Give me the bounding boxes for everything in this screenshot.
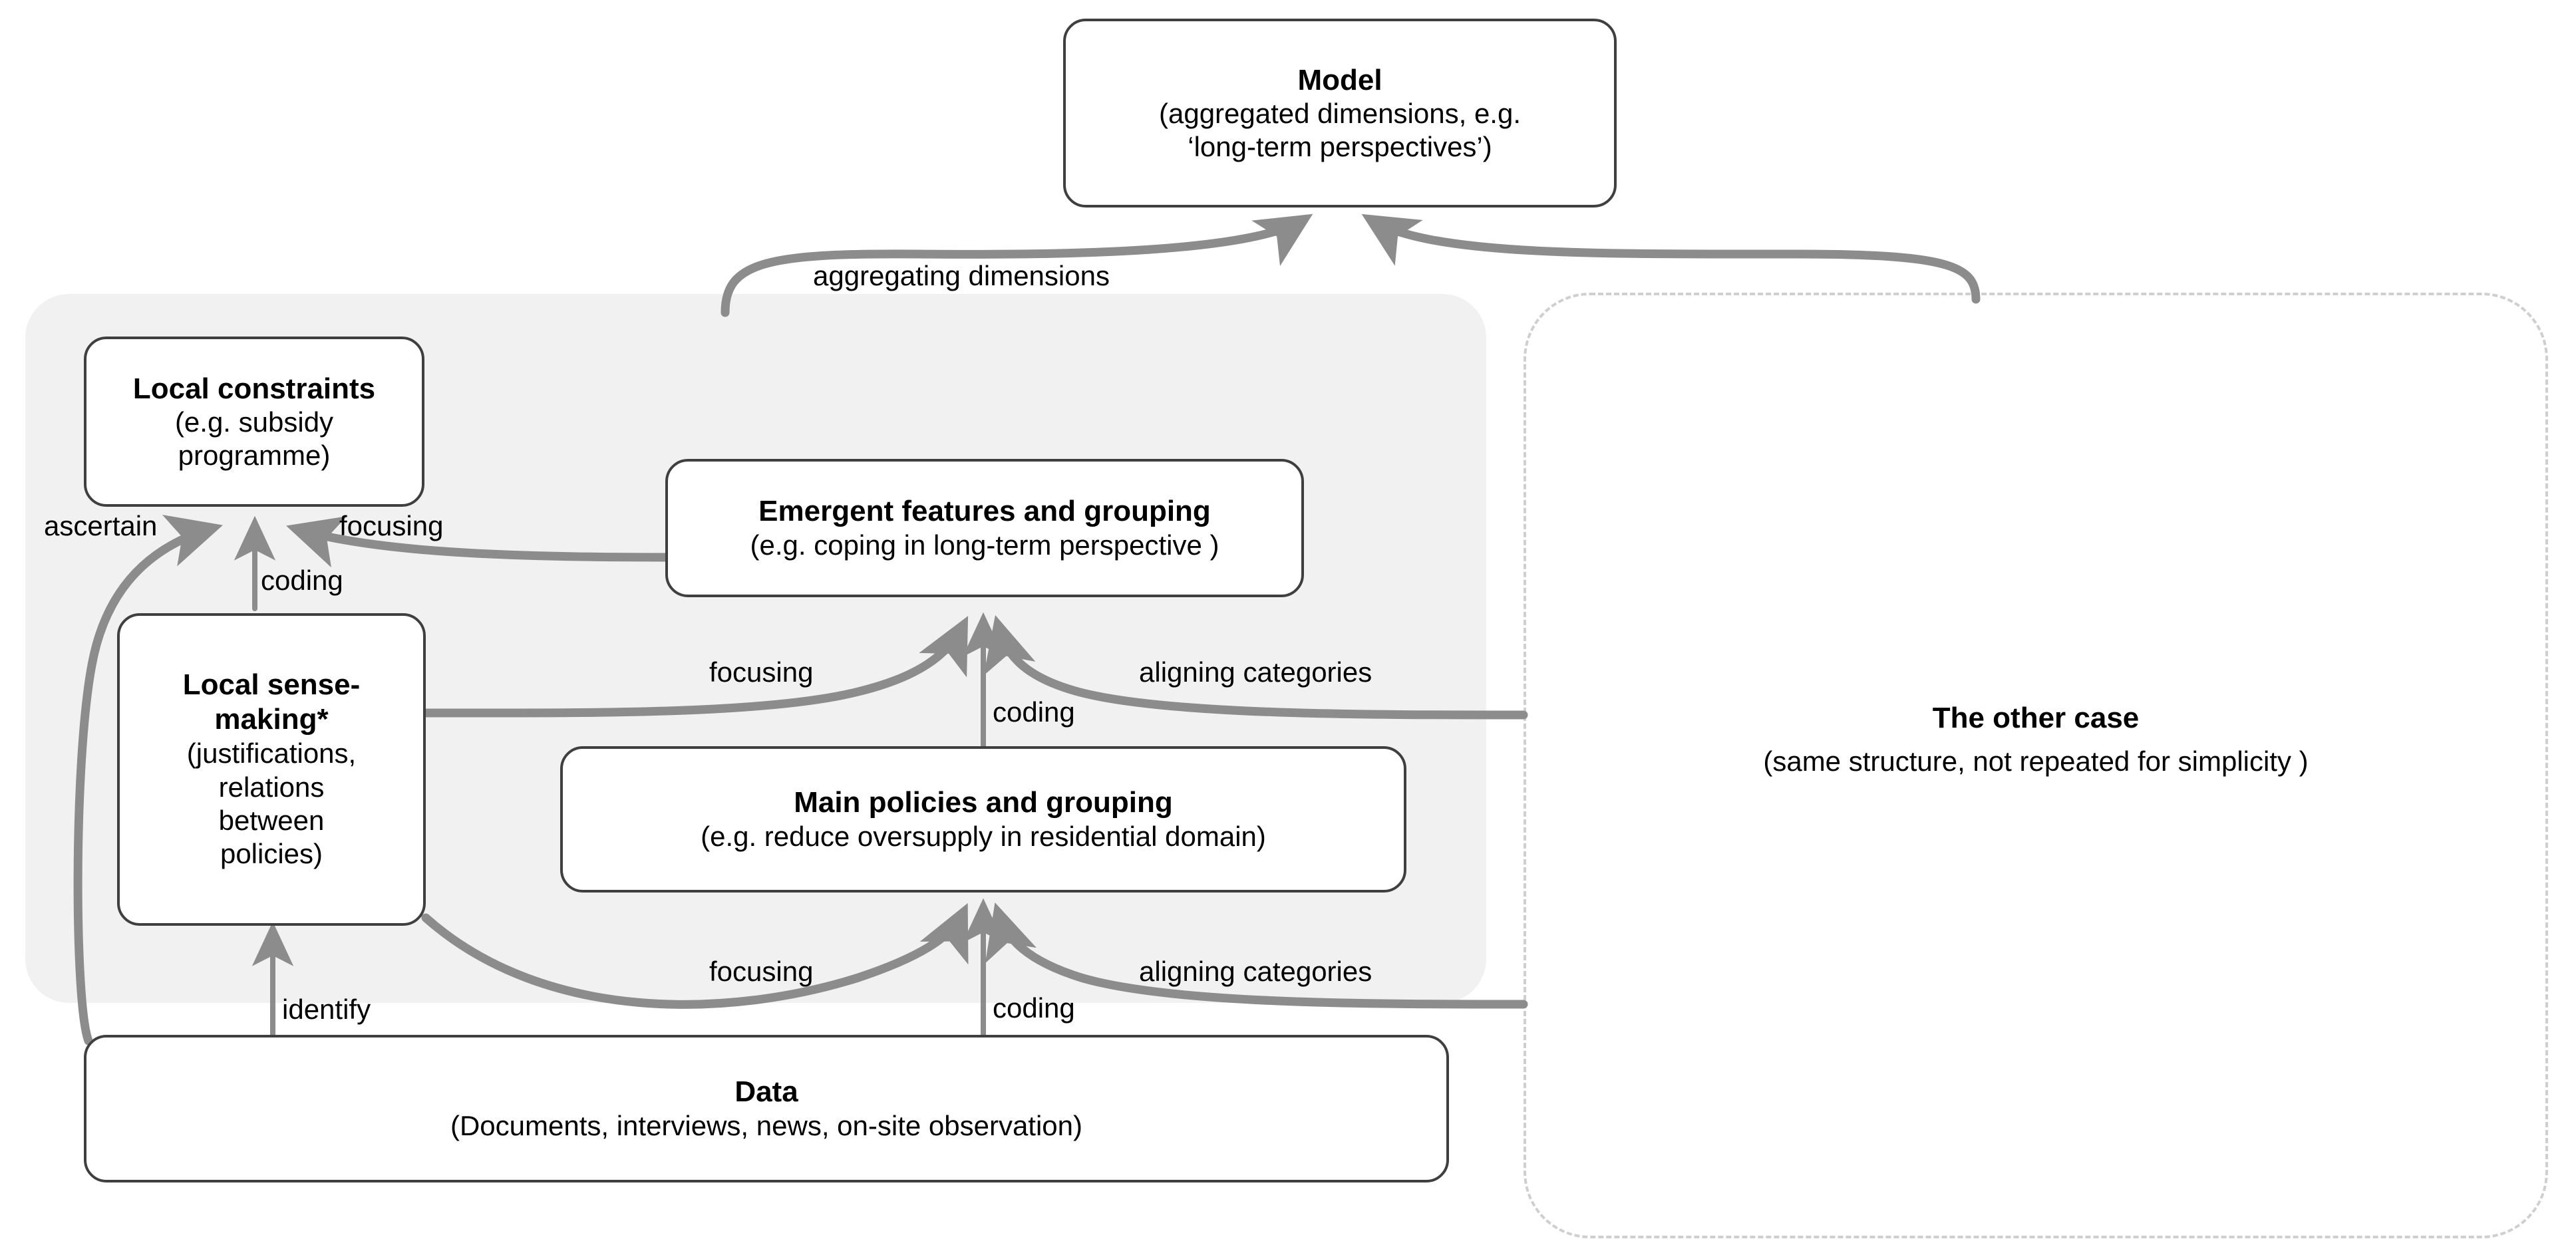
edge-aggregating-right: [1361, 213, 1981, 304]
node-main-policies-title: Main policies and grouping: [794, 786, 1173, 819]
node-data-title: Data: [734, 1075, 798, 1109]
node-model-title: Model: [1297, 63, 1382, 96]
node-model-subtitle-line-1: (aggregated dimensions, e.g.: [1158, 98, 1521, 130]
node-local-sense-making-subtitle-line-3: between: [218, 804, 325, 836]
edge-label-coding-constraints: coding: [261, 565, 343, 596]
node-local-constraints-subtitle-line-1: (e.g. subsidy: [174, 406, 334, 438]
node-data[interactable]: Data (Documents, interviews, news, on-si…: [84, 1035, 1449, 1182]
node-local-sense-making-subtitle-line-4: policies): [220, 838, 323, 870]
edge-label-aligning-emergent: aligning categories: [1139, 656, 1372, 688]
node-local-sense-making-title-line-2: making*: [214, 703, 329, 736]
edge-label-aligning-policies: aligning categories: [1139, 956, 1372, 987]
node-local-sense-making[interactable]: Local sense- making* (justifications, re…: [117, 613, 426, 926]
node-emergent-features-subtitle: (e.g. coping in long-term perspective ): [750, 529, 1219, 561]
node-emergent-features-title: Emergent features and grouping: [758, 495, 1211, 528]
edge-label-coding-policies: coding: [993, 992, 1075, 1024]
node-local-sense-making-subtitle-line-1: (justifications,: [186, 738, 357, 769]
node-model-subtitle-line-2: ‘long-term perspectives’): [1188, 130, 1492, 162]
edge-label-coding-emergent: coding: [993, 696, 1075, 728]
other-case-panel: [1524, 293, 2548, 1238]
edge-label-focusing-emergent: focusing: [709, 656, 814, 688]
node-local-constraints-title: Local constraints: [132, 372, 376, 405]
node-other-case-subtitle: (same structure, not repeated for simpli…: [1763, 746, 2309, 777]
node-local-constraints-subtitle-line-2: programme): [178, 439, 331, 471]
node-model[interactable]: Model (aggregated dimensions, e.g. ‘long…: [1063, 19, 1617, 208]
edge-label-identify: identify: [282, 994, 371, 1025]
node-other-case: The other case (same structure, not repe…: [1524, 700, 2548, 779]
node-local-sense-making-title-line-1: Local sense-: [182, 668, 361, 702]
edge-label-focusing-constraints: focusing: [339, 510, 444, 541]
node-local-sense-making-subtitle-line-2: relations: [218, 771, 325, 803]
edge-label-ascertain: ascertain: [44, 510, 158, 541]
edge-label-focusing-policies: focusing: [709, 956, 814, 987]
node-main-policies-subtitle: (e.g. reduce oversupply in residential d…: [701, 821, 1266, 853]
node-other-case-title: The other case: [1932, 702, 2140, 734]
node-main-policies[interactable]: Main policies and grouping (e.g. reduce …: [560, 746, 1406, 893]
edge-label-aggregating-dimensions: aggregating dimensions: [813, 260, 1110, 291]
node-data-subtitle: (Documents, interviews, news, on-site ob…: [450, 1110, 1083, 1142]
node-emergent-features[interactable]: Emergent features and grouping (e.g. cop…: [665, 459, 1304, 597]
node-local-constraints[interactable]: Local constraints (e.g. subsidy programm…: [84, 337, 424, 507]
